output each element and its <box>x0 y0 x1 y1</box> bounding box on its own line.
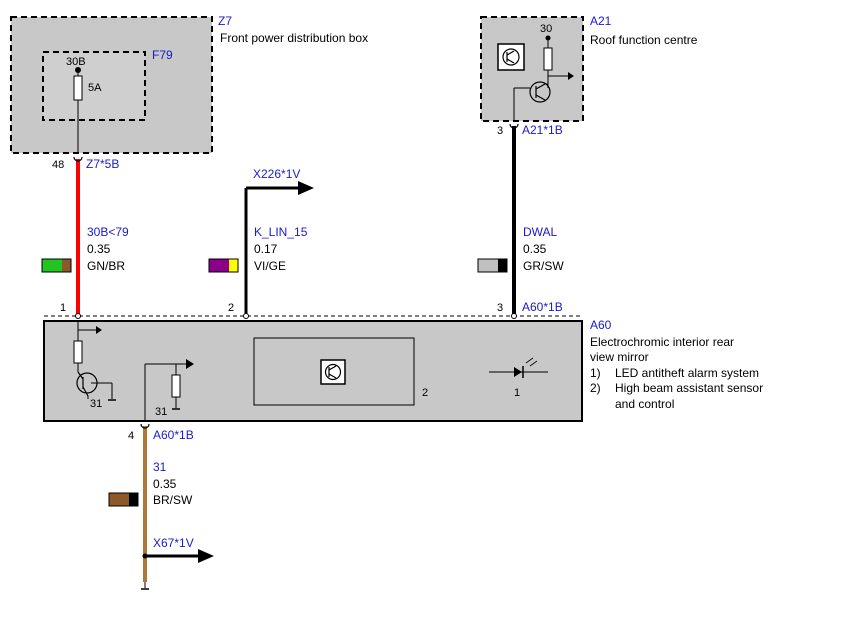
a21-id: A21 <box>590 14 612 28</box>
a60-note-1-text: LED antitheft alarm system <box>615 366 759 380</box>
w30b-color: GN/BR <box>87 259 125 273</box>
module-z7: Z7 Front power distribution box F79 30B … <box>10 14 368 154</box>
a60-pin3-num: 3 <box>497 302 503 314</box>
a60-marker-sensor: 2 <box>422 387 428 399</box>
w30b-swatch <box>41 258 72 273</box>
a60-ground-left: 31 <box>90 398 102 410</box>
pin-a60-2 <box>243 313 249 319</box>
wire-30b: 48 Z7*5B 30B<79 0.35 GN/BR 1 <box>41 156 129 319</box>
wklin-swatch <box>208 258 239 273</box>
a60-sensor-box: 2 <box>253 337 428 406</box>
wire-klin: X226*1V K_LIN_15 0.17 VI/GE 2 <box>208 167 314 319</box>
transistor-icon <box>320 359 346 385</box>
f79-terminal: 30B <box>66 56 86 68</box>
wire-dwal: 3 A21*1B DWAL 0.35 GR/SW 3 A60*1B <box>477 123 564 319</box>
wdwal-signal: DWAL <box>523 225 558 239</box>
f79-id: F79 <box>152 48 173 62</box>
a60-pin2-num: 2 <box>228 302 234 314</box>
w30b-signal: 30B<79 <box>87 225 129 239</box>
led-icon: 1 <box>489 357 548 399</box>
a60-ground-mid: 31 <box>155 406 167 418</box>
w30b-size: 0.35 <box>87 242 111 256</box>
a60-note-2-text: High beam assistant sensor <box>615 381 763 395</box>
a21-transistor-icon <box>513 81 551 121</box>
transistor-icon <box>497 43 525 71</box>
a60-marker-led: 1 <box>514 387 520 399</box>
a60-note-3-text: and control <box>615 397 674 411</box>
a60-pin4-num: 4 <box>128 430 134 442</box>
w31-color: BR/SW <box>153 493 193 507</box>
a60-note-1-num: 1) <box>590 366 601 380</box>
resistor-icon <box>171 374 181 398</box>
wire-31: 4 A60*1B 31 0.35 BR/SW X67*1V <box>108 423 214 590</box>
wdwal-size: 0.35 <box>523 242 547 256</box>
z7-name: Front power distribution box <box>220 31 368 45</box>
w31-signal: 31 <box>153 460 167 474</box>
a60-mid-circuit: 31 <box>144 359 194 421</box>
module-a21: A21 Roof function centre 30 <box>480 14 698 122</box>
w31-size: 0.35 <box>153 477 177 491</box>
wdwal-color: GR/SW <box>523 259 564 273</box>
wklin-signal: K_LIN_15 <box>254 225 308 239</box>
a60-pin1-num: 1 <box>60 302 66 314</box>
a60-name-line2: view mirror <box>590 350 649 364</box>
wklin-color: VI/GE <box>254 259 286 273</box>
a60-pin3-connector: A60*1B <box>522 300 563 314</box>
a21-name: Roof function centre <box>590 33 698 47</box>
arrow-icon <box>298 181 314 195</box>
z7-id: Z7 <box>218 14 232 28</box>
z7-connector: Z7*5B <box>86 157 119 171</box>
a60-note-2-num: 2) <box>590 381 601 395</box>
a60-id: A60 <box>590 318 612 332</box>
pin-a21-3 <box>509 123 519 129</box>
a60-pin4-connector: A60*1B <box>153 428 194 442</box>
w31-swatch <box>108 492 139 507</box>
module-a60: A60 Electrochromic interior rear view mi… <box>43 315 763 422</box>
a21-connector: A21*1B <box>522 123 563 137</box>
arrow-icon <box>568 72 574 80</box>
f79-rating: 5A <box>88 82 102 94</box>
resistor-icon <box>73 340 83 364</box>
pin-a60-3 <box>511 313 517 319</box>
x67-connector: X67*1V <box>153 536 194 550</box>
a21-box <box>480 16 584 122</box>
pin-a60-4 <box>140 423 150 429</box>
a60-box <box>43 320 583 422</box>
resistor-icon <box>543 47 553 71</box>
wklin-size: 0.17 <box>254 242 278 256</box>
a21-pin-num: 3 <box>497 125 503 137</box>
x226-connector: X226*1V <box>253 167 300 181</box>
z7-pin-num: 48 <box>52 159 64 171</box>
fuse-icon <box>73 75 83 101</box>
pin-z7-48 <box>73 156 83 162</box>
arrow-icon <box>198 549 214 563</box>
pin-a60-1 <box>75 313 81 319</box>
a60-left-circuit: 31 <box>73 321 116 410</box>
wdwal-swatch <box>477 258 508 273</box>
f79-box <box>42 51 146 121</box>
a60-name-line1: Electrochromic interior rear <box>590 335 734 349</box>
a21-terminal: 30 <box>540 23 552 35</box>
